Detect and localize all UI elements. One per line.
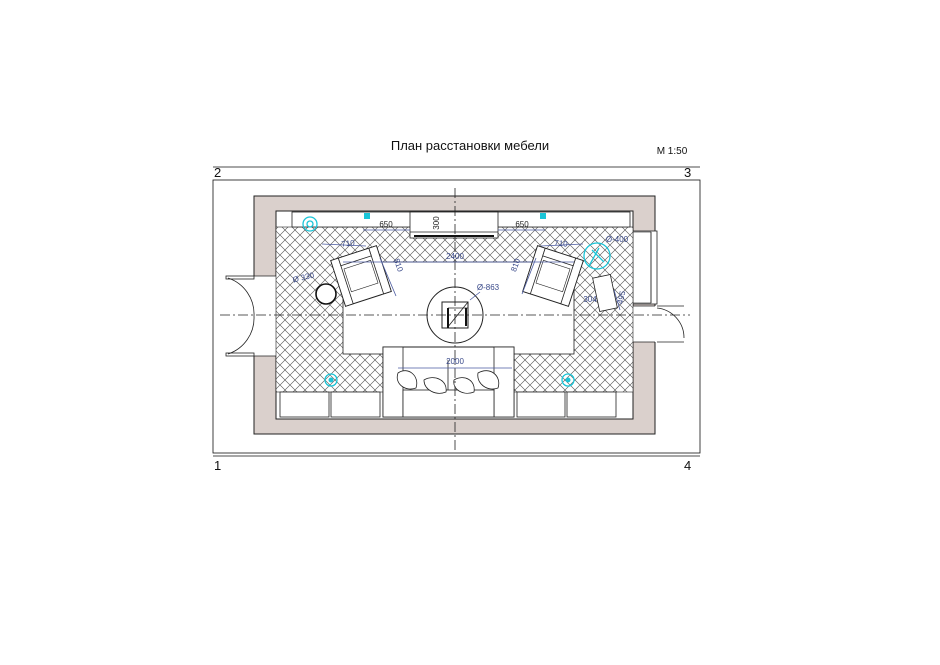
drawing-frame [212,179,701,454]
right-door [631,305,685,343]
side-table-left [315,283,337,305]
left-door [225,275,278,357]
dim-armchair-right-depth: 810 [509,257,522,273]
light-fixtures [302,213,575,387]
plan-title: План расстановки мебели [391,138,549,153]
armchair-right [522,245,584,307]
socket-marker-left [364,213,370,219]
floor-lamp-right [583,242,611,270]
sofa [382,346,515,418]
armchair-left [330,245,392,307]
bottom-cabinets [279,391,617,418]
socket-marker-right [540,213,546,219]
corner-label-1: 1 [214,458,221,473]
side-cabinet-right [592,274,618,312]
corner-label-3: 3 [684,165,691,180]
dim-armchair-left-width: 710 [341,238,356,248]
dim-cabinet-length: 495 [616,289,628,304]
dim-tv-depth: 300 [432,216,441,230]
center-axes [220,188,690,450]
dim-shelf-right: 650 [515,220,529,229]
light-marker-bottom-left [324,373,338,387]
dim-sofa-width: 2000 [446,357,464,366]
dim-lamp-diameter: Ø-400 [606,235,629,244]
dim-armchair-right-width: 710 [554,238,569,248]
dim-shelf-left: 650 [379,220,393,229]
dim-rug-width: 2400 [446,252,464,261]
right-window [630,230,658,305]
dimension-lines [321,229,621,369]
light-marker-top-left [302,216,318,232]
dim-cabinet-width: 304 [583,295,597,304]
dim-table-diameter: Ø-863 [477,283,500,292]
scale-label: М 1:50 [657,146,688,157]
corner-label-2: 2 [214,165,221,180]
light-marker-bottom-right [561,373,575,387]
corner-label-4: 4 [684,458,691,473]
dim-armchair-left-depth: 810 [392,257,405,273]
